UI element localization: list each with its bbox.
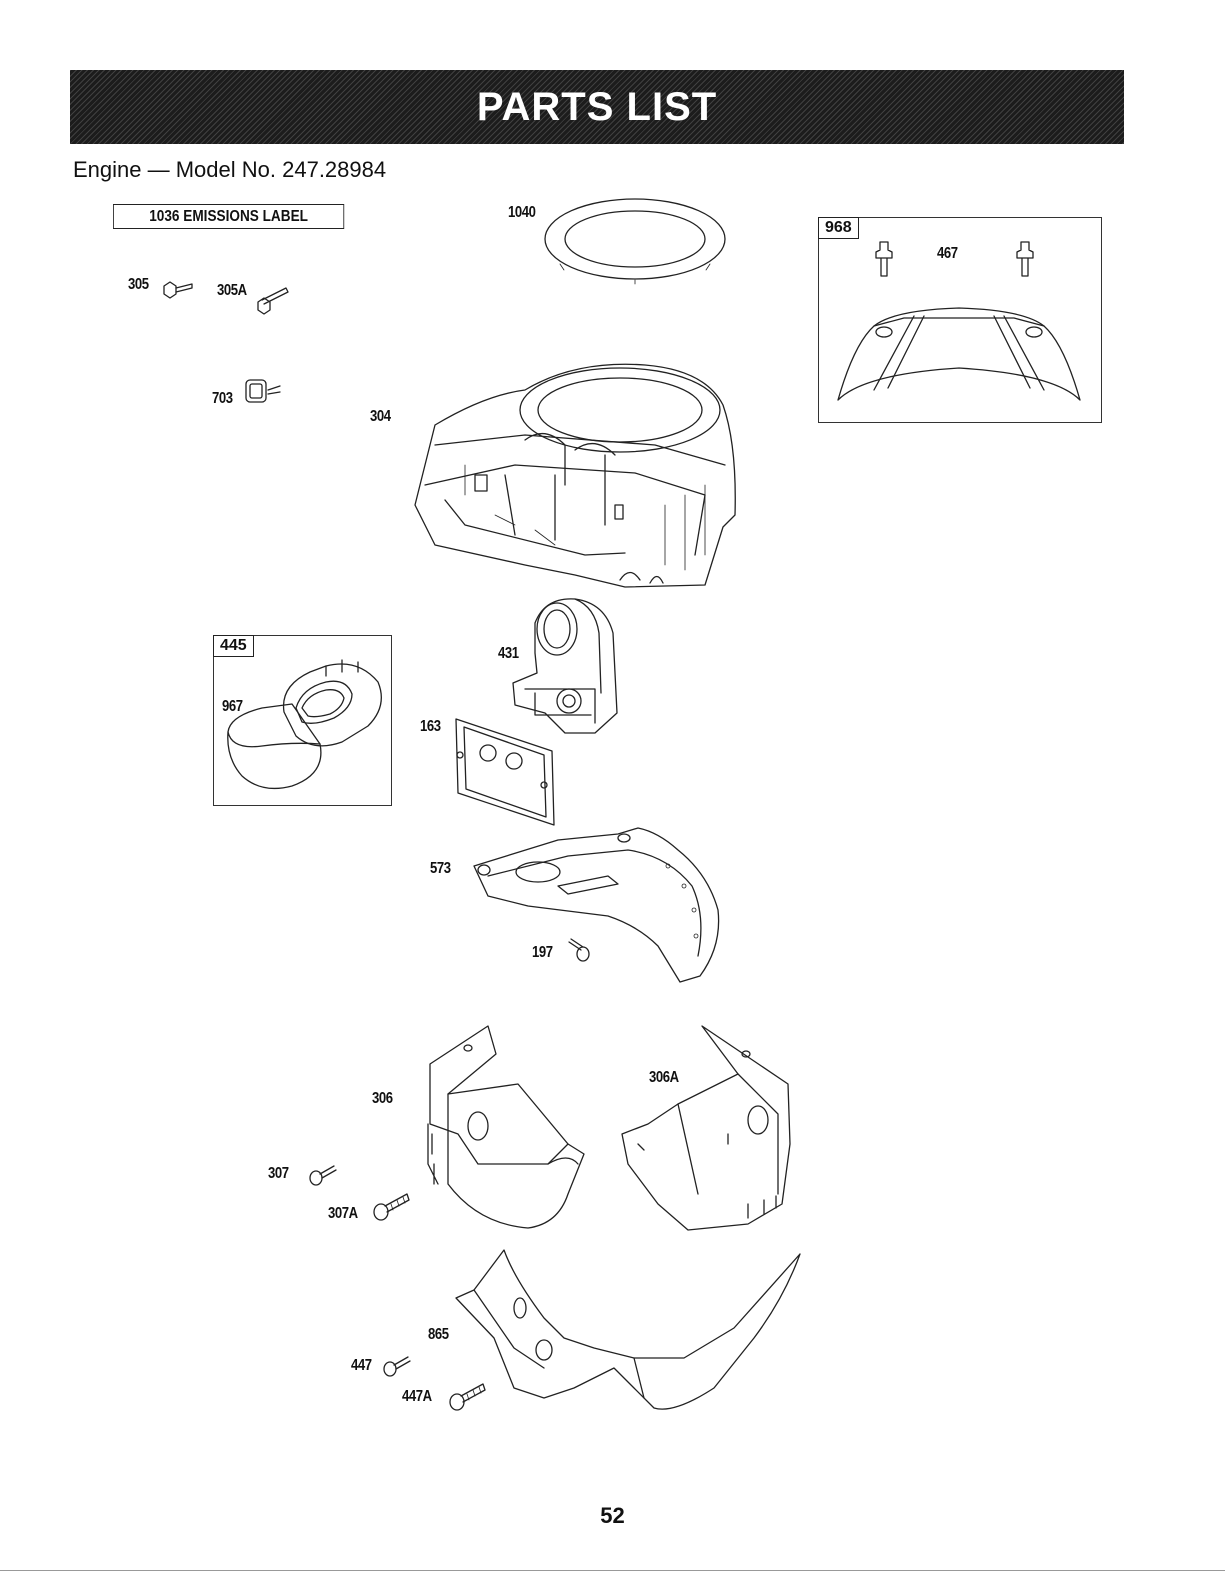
ring-1040-drawing bbox=[540, 194, 730, 286]
callout-447: 447 bbox=[351, 1357, 372, 1375]
banner-title: PARTS LIST bbox=[477, 85, 717, 130]
bottom-rule bbox=[0, 1570, 1225, 1571]
callout-304: 304 bbox=[370, 408, 391, 426]
shield-306A-drawing bbox=[618, 1024, 800, 1230]
screw-307A-drawing bbox=[371, 1190, 411, 1222]
callout-1040: 1040 bbox=[508, 204, 536, 222]
callout-197: 197 bbox=[532, 944, 553, 962]
cover-968-drawing bbox=[834, 304, 1084, 412]
callout-307A: 307A bbox=[328, 1205, 358, 1223]
callout-703: 703 bbox=[212, 390, 233, 408]
bolt-305-drawing bbox=[160, 278, 200, 306]
callout-305A: 305A bbox=[217, 282, 247, 300]
callout-163: 163 bbox=[420, 718, 441, 736]
parts-list-banner: PARTS LIST bbox=[70, 70, 1124, 144]
screw-307-drawing bbox=[308, 1162, 338, 1188]
gasket-163-drawing bbox=[452, 715, 562, 833]
callout-306: 306 bbox=[372, 1090, 393, 1108]
callout-467: 467 bbox=[937, 245, 958, 263]
clip-703-drawing bbox=[242, 376, 286, 408]
emissions-label-box: 1036 EMISSIONS LABEL bbox=[113, 204, 344, 229]
baffle-573-drawing bbox=[468, 826, 730, 984]
callout-305: 305 bbox=[128, 276, 149, 294]
callout-447A: 447A bbox=[402, 1388, 432, 1406]
bracket-865-drawing bbox=[454, 1248, 804, 1418]
engine-model-heading: Engine — Model No. 247.28984 bbox=[73, 157, 386, 183]
callout-865: 865 bbox=[428, 1326, 449, 1344]
air-filter-445-drawing bbox=[222, 646, 388, 796]
shield-306-drawing bbox=[418, 1024, 594, 1234]
box-number-968: 968 bbox=[818, 217, 859, 239]
page-number: 52 bbox=[0, 1503, 1225, 1529]
callout-307: 307 bbox=[268, 1165, 289, 1183]
screw-197-drawing bbox=[565, 936, 593, 966]
callout-573: 573 bbox=[430, 860, 451, 878]
screw-447A-drawing bbox=[447, 1380, 487, 1412]
blower-housing-304-drawing bbox=[405, 355, 745, 595]
fastener-467-left-drawing bbox=[874, 240, 894, 280]
screw-447-drawing bbox=[382, 1353, 412, 1379]
fastener-467-right-drawing bbox=[1015, 240, 1035, 280]
bolt-305A-drawing bbox=[256, 284, 296, 316]
